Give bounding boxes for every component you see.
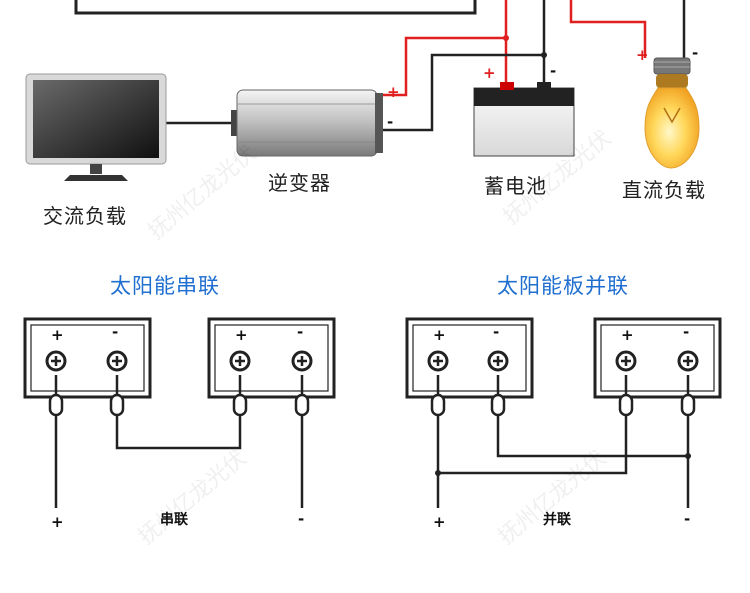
series-panel-right [207,317,336,399]
terminal-minus-sign: - [683,323,690,341]
wire-junction-black [541,52,547,58]
top-wires [160,0,686,132]
terminal-plus-sign: + [433,326,446,344]
ac-load-label: 交流负载 [43,204,127,228]
positive-terminal [427,350,449,417]
battery-minus-sign: - [550,62,557,80]
light-bulb-icon [644,57,700,169]
battery-label: 蓄电池 [484,174,547,198]
parallel-panel-right [593,317,722,399]
negative-terminal [291,350,313,417]
parallel-junction [685,453,691,459]
parallel-output-minus: - [684,510,691,528]
parallel-caption: 并联 [543,512,571,528]
negative-terminal [106,350,128,417]
negative-terminal [487,350,509,417]
terminal-plus-sign: + [621,326,634,344]
positive-terminal [229,350,251,417]
dc-load-label: 直流负载 [622,178,706,202]
negative-terminal [677,350,699,417]
solar-controller-frame [74,0,477,15]
parallel-output-plus: + [433,513,446,531]
battery-plus-sign: + [483,64,496,82]
wire-junction-red [503,35,509,41]
parallel-junction [435,470,441,476]
series-caption: 串联 [160,512,188,528]
series-title: 太阳能串联 [110,274,220,298]
positive-terminal [45,350,67,417]
terminal-plus-sign: + [51,326,64,344]
series-output-minus: - [298,510,305,528]
inverter-minus-sign: - [387,113,394,131]
series-output-plus: + [51,513,64,531]
terminal-minus-sign: - [112,323,119,341]
terminal-minus-sign: - [297,323,304,341]
panel-terminals [45,350,699,417]
terminal-plus-sign: + [235,326,248,344]
series-panel-left [23,317,152,399]
bulb-plus-sign: + [636,46,649,64]
inverter-label: 逆变器 [268,171,331,195]
parallel-panel-left [405,317,534,399]
battery-icon [473,82,575,157]
inverter-plus-sign: + [387,83,400,101]
parallel-title: 太阳能板并联 [497,274,629,298]
monitor-icon [25,73,167,181]
bulb-minus-sign: - [692,44,699,62]
inverter-icon [231,89,383,157]
positive-terminal [615,350,637,417]
terminal-minus-sign: - [493,323,500,341]
